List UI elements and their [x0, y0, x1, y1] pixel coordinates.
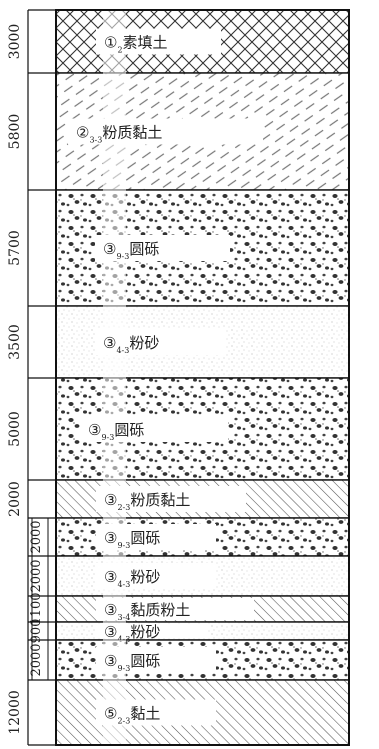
layer-name: 黏土	[130, 705, 160, 723]
layer-9-label: ③3-4黏质粉土	[104, 601, 190, 622]
layer-12-label: ⑤2-3黏土	[104, 705, 160, 726]
layer-name: 圆砾	[129, 240, 159, 258]
layer-name: 粉砂	[130, 568, 160, 586]
layer-symbol: ①	[104, 34, 117, 52]
layer-3-thickness: 5700	[7, 230, 23, 266]
layer-7-label: ③9-3圆砾	[104, 529, 160, 550]
layer-4-label: ③4-3粉砂	[103, 334, 159, 355]
layer-subscript: 9-3	[101, 433, 114, 442]
layer-6-thickness: 2000	[7, 481, 23, 517]
layer-symbol: ③	[103, 334, 116, 352]
layer-name: 圆砾	[130, 529, 160, 547]
layer-1-thickness: 3000	[7, 24, 23, 60]
layer-symbol: ③	[104, 652, 117, 670]
layer-subscript: 2-3	[117, 717, 130, 726]
layer-symbol: ③	[104, 529, 117, 547]
layer-7-thickness: 2000	[29, 520, 44, 553]
layer-name: 粉砂	[130, 623, 160, 641]
layer-10-label: ③4-3粉砂	[104, 623, 160, 644]
layer-12-label-box	[96, 699, 216, 726]
layer-7-label-box	[96, 524, 216, 550]
layer-10-label-box	[96, 624, 208, 638]
layer-subscript: 4-3	[117, 580, 130, 589]
layer-name: 黏质粉土	[130, 601, 190, 619]
layer-subscript: 9-3	[117, 541, 130, 550]
layer-subscript: 3-3	[89, 136, 102, 145]
layer-name: 粉质黏土	[130, 491, 190, 509]
layer-6-label: ③2-3粉质黏土	[104, 491, 190, 512]
layer-10-thickness: 900	[29, 619, 44, 644]
layer-name: 圆砾	[114, 421, 144, 439]
layer-name: 圆砾	[130, 652, 160, 670]
layer-symbol: ③	[104, 568, 117, 586]
column-border	[55, 9, 350, 746]
layer-2-thickness: 5800	[7, 114, 23, 150]
layer-5-label-box	[80, 416, 228, 442]
layer-1-label-box	[96, 28, 221, 55]
layer-11-thickness: 2000	[29, 643, 44, 676]
layer-name: 粉砂	[129, 334, 159, 352]
layer-name: 粉质黏土	[102, 124, 162, 142]
layer-symbol: ③	[104, 601, 117, 619]
layer-subscript: 4-3	[117, 635, 130, 644]
layer-8-label-box	[96, 563, 216, 589]
layer-symbol: ③	[88, 421, 101, 439]
layer-4-thickness: 3500	[7, 324, 23, 360]
layer-subscript: 2-3	[117, 503, 130, 512]
layer-subscript: 2	[117, 46, 122, 55]
layer-8-thickness: 2000	[29, 559, 44, 592]
layer-5-thickness: 5000	[7, 411, 23, 447]
layer-symbol: ③	[104, 491, 117, 509]
layer-symbol: ③	[104, 623, 117, 641]
layer-symbol: ②	[76, 124, 89, 142]
layer-subscript: 9-3	[116, 252, 129, 261]
layer-11-label: ③9-3圆砾	[104, 652, 160, 673]
layer-2-label-box	[68, 118, 263, 145]
layer-1-label: ①2素填土	[104, 34, 168, 55]
layer-9-label-box	[96, 598, 254, 620]
layer-8-label: ③4-3粉砂	[104, 568, 160, 589]
layer-subscript: 3-4	[117, 613, 130, 622]
layer-9-thickness: 1100	[29, 592, 44, 625]
layer-12-thickness: 12000	[7, 690, 23, 735]
layer-3-label-box	[95, 235, 230, 261]
layer-symbol: ③	[103, 240, 116, 258]
layer-2-label: ②3-3粉质黏土	[76, 124, 162, 145]
layer-symbol: ⑤	[104, 705, 117, 723]
layer-5-label: ③9-3圆砾	[88, 421, 144, 442]
layer-3-label: ③9-3圆砾	[103, 240, 159, 261]
layer-6-label-box	[96, 486, 246, 512]
layer-subscript: 9-3	[117, 664, 130, 673]
layer-4-label-box	[95, 329, 225, 355]
layer-11-label-box	[96, 647, 216, 673]
layer-subscript: 4-3	[116, 346, 129, 355]
layer-name: 素填土	[123, 34, 168, 52]
